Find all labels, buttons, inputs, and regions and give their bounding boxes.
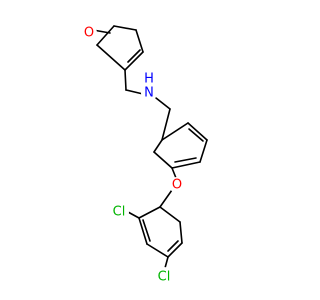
atom-furan-oxygen: O: [81, 25, 97, 41]
atom-labels: O N H O Cl Cl: [81, 25, 185, 287]
bond: [96, 44, 126, 71]
bond: [171, 161, 201, 169]
atom-ether-oxygen: O: [169, 177, 185, 193]
atom-chlorine-4: Cl: [154, 267, 174, 287]
bond: [135, 29, 144, 53]
bond: [142, 219, 151, 242]
atom-symbol: H: [144, 72, 154, 87]
bond: [146, 243, 169, 258]
bond: [127, 49, 141, 63]
bond: [124, 69, 127, 91]
atom-symbol: Cl: [113, 205, 126, 220]
bond: [159, 189, 173, 208]
bond: [124, 51, 144, 71]
bond: [113, 25, 137, 31]
bond: [127, 211, 140, 219]
bond: [159, 206, 181, 223]
bond: [155, 97, 171, 110]
bond: [138, 217, 148, 245]
bond: [174, 157, 197, 163]
bonds: [92, 25, 208, 269]
atom-symbol: O: [172, 178, 182, 193]
bond: [199, 139, 208, 163]
atom-chlorine-2: Cl: [109, 202, 129, 222]
bond: [167, 242, 183, 258]
atom-symbol: O: [84, 26, 94, 41]
bond: [153, 139, 163, 153]
bond: [164, 256, 169, 269]
bond: [138, 206, 161, 219]
bond: [171, 167, 177, 179]
atom-nitrogen: N: [141, 85, 157, 101]
bond: [125, 89, 144, 95]
bond: [187, 122, 208, 141]
atom-symbol: Cl: [158, 270, 171, 285]
bond: [179, 221, 183, 244]
atom-symbol: N: [144, 86, 154, 101]
bond: [153, 151, 173, 169]
bond: [188, 128, 204, 142]
molecule-structure: O N H O Cl Cl: [81, 25, 208, 287]
bond: [161, 108, 171, 141]
bond: [167, 240, 179, 252]
atom-hydrogen: H: [144, 72, 154, 87]
bond: [96, 25, 115, 46]
bond: [161, 122, 189, 141]
